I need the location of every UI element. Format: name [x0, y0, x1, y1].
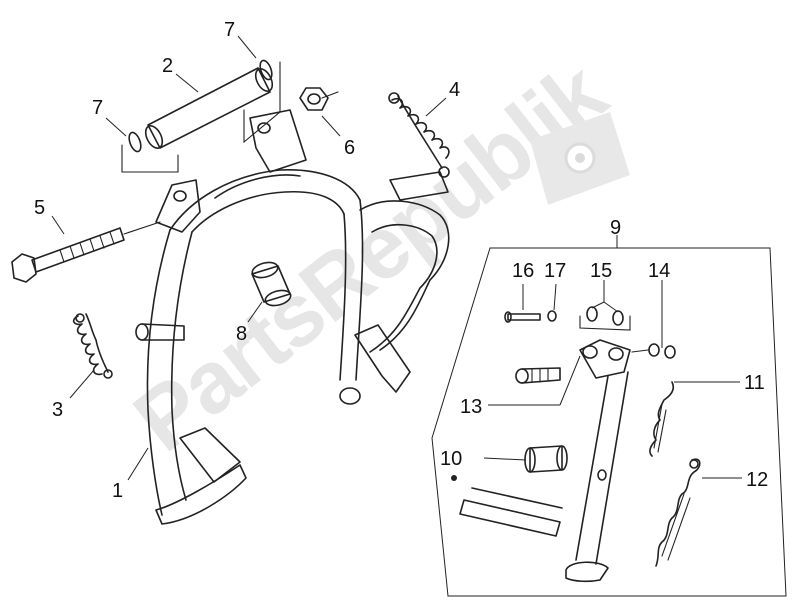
label-part-8: 8: [236, 323, 247, 345]
label-part-2: 2: [162, 55, 173, 77]
label-part-9: 9: [610, 217, 621, 239]
label-part-15: 15: [590, 260, 612, 282]
part-14-rings: [631, 343, 676, 359]
part-9-side-stand: [565, 339, 631, 583]
label-part-11: 11: [744, 372, 765, 394]
label-part-1: 1: [112, 480, 123, 502]
part-3-spring: [72, 313, 113, 379]
label-part-7-top: 7: [224, 19, 235, 41]
part-10-bushing: [524, 445, 568, 473]
part-11-spring: [649, 381, 675, 457]
leader-lines: [51, 35, 742, 481]
part-bracket-loop: [451, 475, 563, 537]
part-17-washer: [547, 310, 557, 322]
label-part-16: 16: [512, 260, 534, 282]
part-7-ring-right: [243, 59, 281, 144]
label-part-17: 17: [544, 260, 566, 282]
part-12-spring: [655, 458, 701, 567]
label-part-10: 10: [440, 448, 462, 470]
label-part-6: 6: [344, 137, 355, 159]
label-part-5: 5: [34, 197, 45, 219]
part-8-bushing: [251, 261, 292, 307]
watermark-text: PartsRepublik: [116, 42, 625, 470]
part-labels: 1 2 3 4 5 6 7 7 8 9 10 11 12 13 14 15 16…: [34, 19, 768, 502]
watermark-gear-flag-icon: [530, 112, 630, 205]
part-7-ring-left: [121, 131, 179, 173]
part-5-bolt: [11, 221, 161, 283]
label-part-7-left: 7: [92, 97, 103, 119]
part-15-washers: [579, 306, 631, 331]
label-part-3: 3: [52, 399, 63, 421]
label-part-14: 14: [648, 260, 670, 282]
watermark: PartsRepublik: [116, 42, 630, 470]
label-part-13: 13: [460, 396, 482, 418]
label-part-4: 4: [449, 79, 460, 101]
part-6-nut: [299, 87, 339, 111]
part-2-pin: [144, 67, 274, 149]
label-part-12: 12: [746, 469, 768, 491]
part-1-main-stand: [135, 109, 450, 525]
part-9-group-outline: [431, 247, 787, 597]
part-16-screw: [504, 311, 541, 323]
part-13-bolt: [515, 367, 561, 384]
